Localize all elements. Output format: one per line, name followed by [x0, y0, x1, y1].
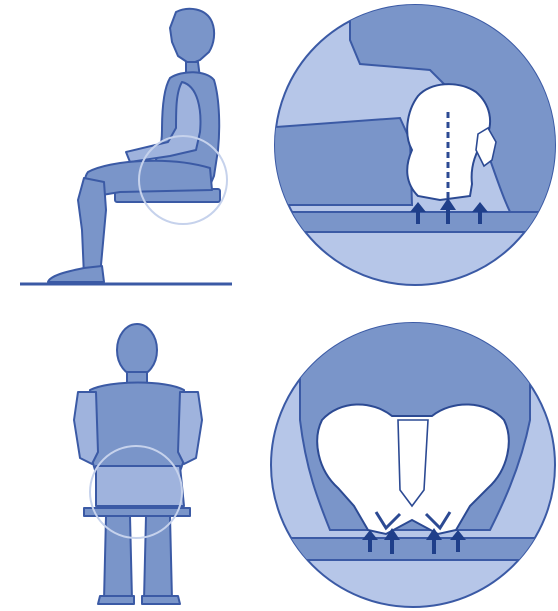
seat-band [262, 212, 558, 232]
buttocks [96, 466, 184, 506]
right-leg [144, 516, 172, 600]
foot [48, 266, 104, 282]
left-arm [74, 392, 98, 464]
seat-band [270, 538, 558, 560]
side-detail-circle [262, 0, 558, 285]
thigh-silhouette [262, 118, 412, 205]
back-view-figure [74, 324, 202, 604]
head [170, 9, 214, 64]
head [117, 324, 157, 376]
back-detail-circle [270, 320, 558, 607]
left-foot [98, 596, 134, 604]
lower-leg [78, 178, 106, 276]
right-arm [178, 392, 202, 464]
right-foot [142, 596, 180, 604]
seat-plank [84, 508, 190, 516]
side-view-figure [20, 9, 232, 284]
